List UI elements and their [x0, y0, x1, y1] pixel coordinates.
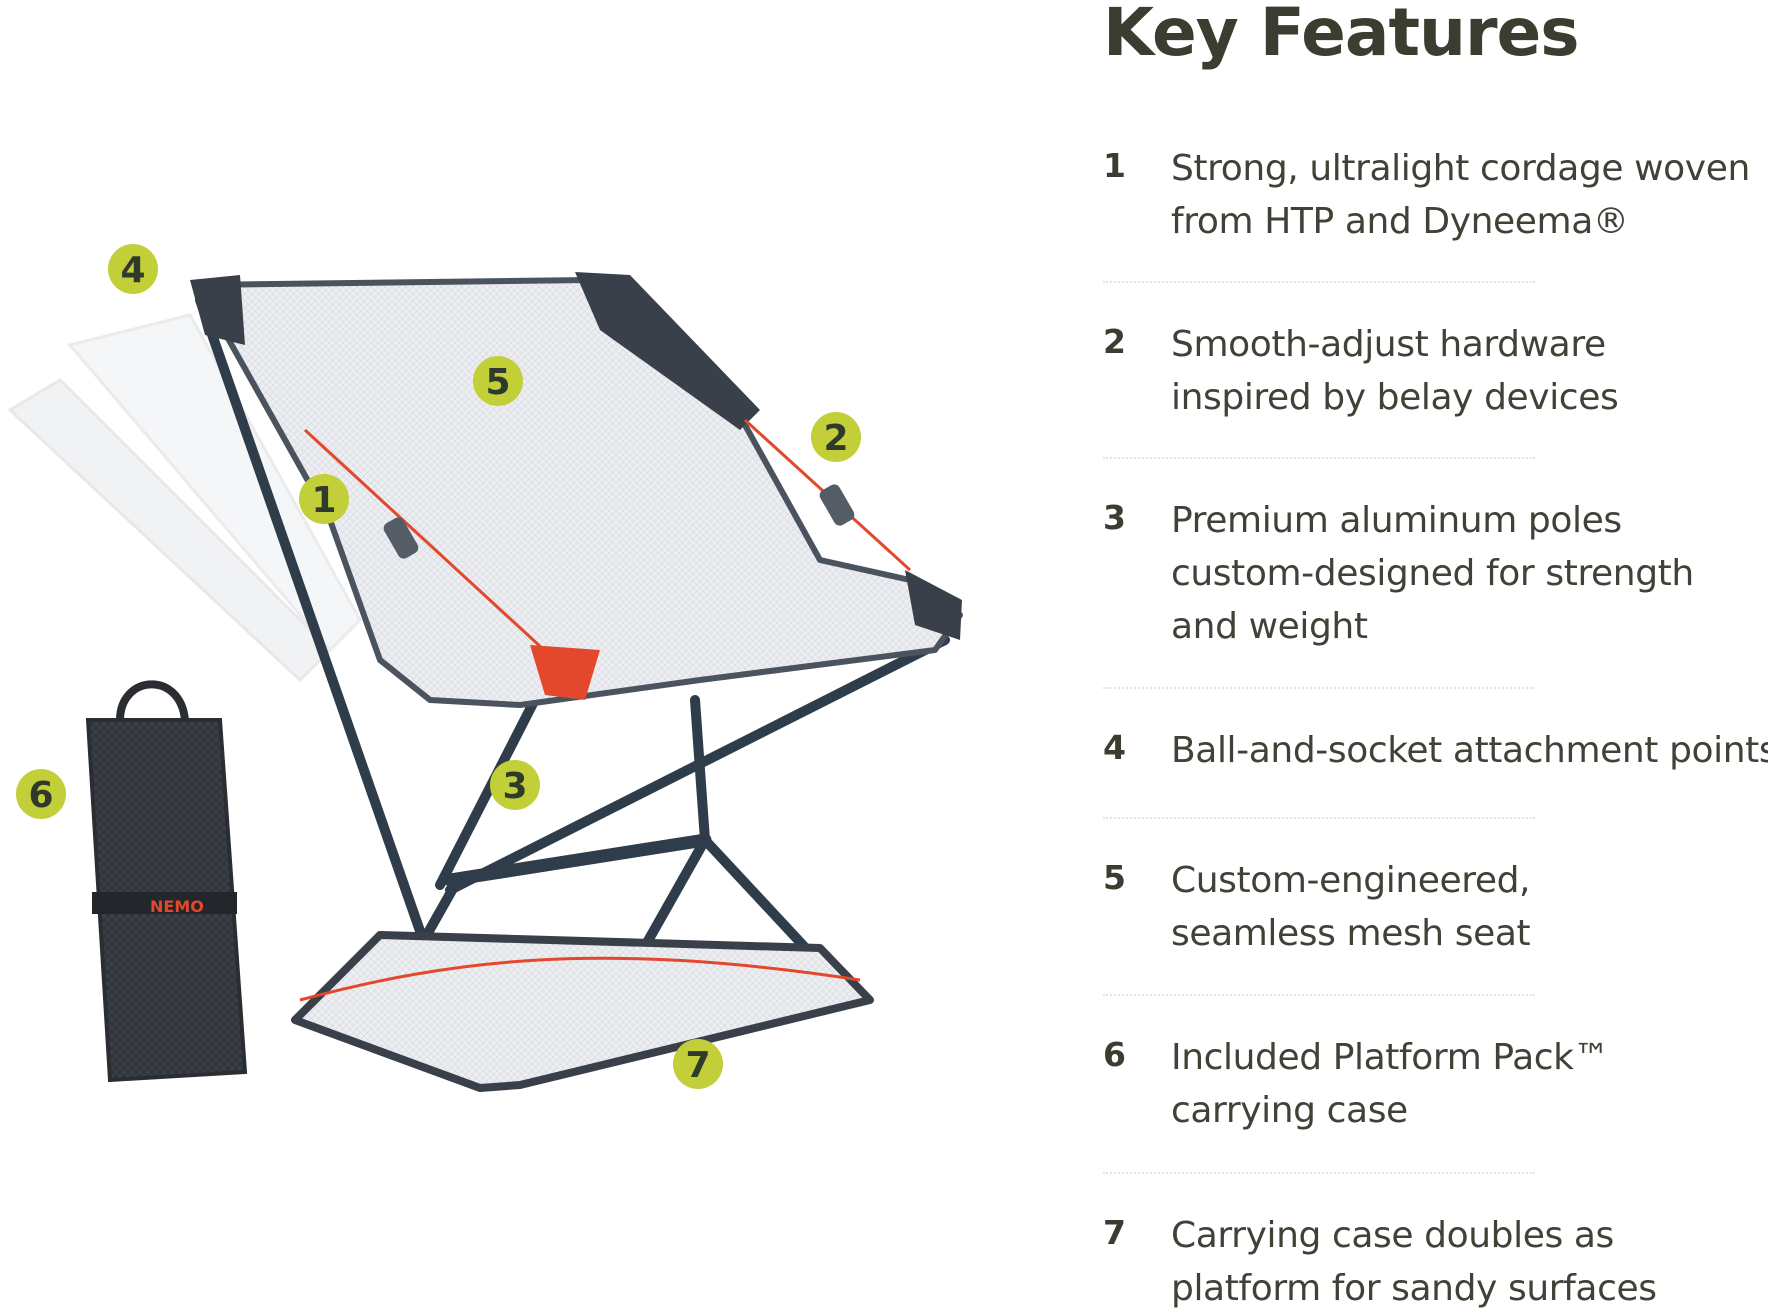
feature-text: Ball-and-socket attachment points: [1171, 730, 1768, 771]
marker-4: 4: [108, 244, 158, 294]
feature-number: 2: [1103, 322, 1126, 361]
marker-7: 7: [673, 1039, 723, 1089]
divider: [1103, 687, 1535, 689]
divider: [1103, 994, 1535, 996]
bag-logo: NEMO: [150, 897, 204, 916]
recline-ghost: [7, 313, 362, 683]
platform-pack-floor: [291, 931, 874, 1092]
divider: [1103, 281, 1535, 283]
divider: [1103, 457, 1535, 459]
feature-text: Carrying case doubles as platform for sa…: [1171, 1215, 1657, 1309]
feature-number: 7: [1103, 1213, 1126, 1252]
svg-text:7: 7: [685, 1045, 710, 1086]
marker-1: 1: [299, 474, 349, 524]
feature-text: Custom-engineered, seamless mesh seat: [1171, 860, 1531, 954]
feature-text: Smooth-adjust hardware inspired by belay…: [1171, 324, 1619, 418]
feature-text: Included Platform Pack™ carrying case: [1171, 1037, 1610, 1131]
feature-number: 1: [1103, 146, 1126, 185]
marker-6: 6: [16, 769, 66, 819]
svg-text:6: 6: [28, 775, 53, 816]
feature-number: 3: [1103, 498, 1126, 537]
feature-number: 5: [1103, 858, 1126, 897]
divider: [1103, 817, 1535, 819]
feature-text: Strong, ultralight cordage woven from HT…: [1171, 148, 1750, 242]
svg-text:4: 4: [120, 250, 145, 291]
page-title: Key Features: [1103, 0, 1580, 71]
svg-text:3: 3: [502, 766, 527, 807]
feature-number: 6: [1103, 1035, 1126, 1074]
marker-3: 3: [490, 760, 540, 810]
carrying-case: NEMO: [85, 680, 248, 1083]
chair-illustration: NEMO 1 2 3 4 5 6 7: [7, 244, 963, 1092]
svg-text:1: 1: [311, 480, 336, 521]
marker-2: 2: [811, 412, 861, 462]
feature-text: Premium aluminum poles custom-designed f…: [1171, 500, 1694, 647]
svg-text:5: 5: [485, 362, 510, 403]
divider: [1103, 1172, 1535, 1174]
marker-5: 5: [473, 356, 523, 406]
svg-text:2: 2: [823, 418, 848, 459]
feature-number: 4: [1103, 728, 1126, 767]
